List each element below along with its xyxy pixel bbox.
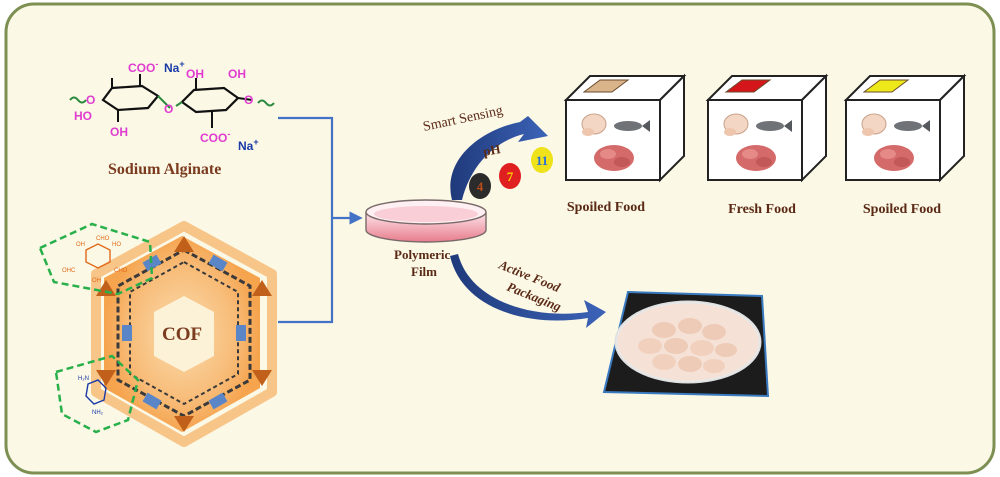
minced-meat-icon [874,145,914,171]
carboxylate-group-bottom: COO- [200,129,230,145]
ho-label: HO [74,109,92,123]
o-label-bridge: O [164,102,173,116]
ph-value-4: 4 [477,179,484,194]
oh-label-top-far: OH [228,67,246,81]
carboxylate-group-top: COO- [128,59,158,75]
ph-dot-7 [499,163,521,189]
hydroxyl-group-2: HO [112,242,121,248]
food-box-2 [705,73,829,183]
indicator-film-1 [582,79,630,93]
food-boxes-group [563,73,967,183]
fish-icon [756,121,784,131]
connector-lines [278,116,363,324]
minced-meat-icon [736,145,776,171]
food-label-1: Spoiled Food [566,200,646,215]
aldehyde-group-left: OHC [62,268,76,274]
indicator-film-3 [862,79,910,93]
o-label-left: O [86,93,95,107]
food-label-3: Spoiled Food [862,202,942,217]
food-box-3 [843,73,967,183]
cof-label: COF [162,324,202,345]
oh-label-top-right: OH [186,67,204,81]
food-label-2: Fresh Food [728,202,796,217]
ph-label: pH [482,141,502,159]
film-label-line1: Polymeric [394,247,451,262]
aldehyde-monomer-box [38,222,154,296]
indicator-film-2 [724,79,772,93]
amine-monomer-box [54,354,140,434]
hydroxyl-group-1: OH [76,242,85,248]
sodium-alginate-structure [69,74,275,128]
packaging-arrow [450,254,606,328]
o-label-right: O [244,93,253,107]
cof-framework [91,221,277,447]
amine-group-top: H₂N [78,376,89,382]
ph-value-11: 11 [536,153,548,168]
sodium-alginate-label: Sodium Alginate [108,161,221,178]
oh-label-bottom-left: OH [110,125,128,139]
packaged-food-photo [602,290,770,398]
film-label-line2: Film [411,264,437,279]
petri-dish [365,199,487,243]
minced-meat-icon [594,145,634,171]
ph-value-7: 7 [507,169,514,184]
aldehyde-group-right: CHO [114,268,128,274]
ph-dot-4 [469,173,491,199]
aldehyde-group-top: CHO [96,236,110,242]
smart-sensing-arrow [450,116,548,200]
fish-icon [614,121,642,131]
ph-dot-11 [531,147,553,173]
fish-icon [894,121,922,131]
food-box-1 [563,73,687,183]
amine-group-bottom: NH₂ [92,410,104,416]
ph-indicator-group: 4 7 11 [469,147,553,199]
hydroxyl-group-3: OH [92,278,101,284]
sodium-ion-top: Na+ [164,59,185,75]
sodium-ion-bottom: Na+ [238,137,259,153]
